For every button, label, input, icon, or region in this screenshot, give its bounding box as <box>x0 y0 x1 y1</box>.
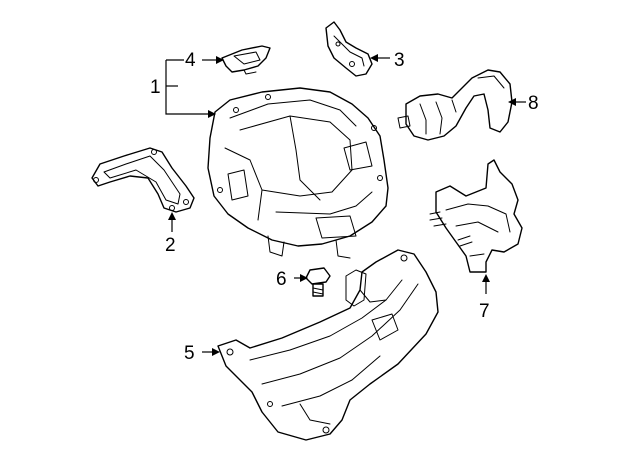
callout-5: 5 <box>184 343 195 364</box>
bracket-gasket-icon <box>91 147 195 213</box>
bolt-icon <box>305 267 331 297</box>
mounting-bracket-icon <box>217 249 439 441</box>
leader-8 <box>508 98 526 106</box>
callout-8: 8 <box>528 93 539 114</box>
inverter-assembly-icon <box>207 87 389 259</box>
callout-3: 3 <box>394 50 405 71</box>
callout-7: 7 <box>479 301 490 322</box>
leader-3 <box>370 54 390 62</box>
callout-1: 1 <box>150 77 161 98</box>
leader-7 <box>482 274 490 294</box>
leader-6 <box>294 274 308 282</box>
leader-2 <box>168 212 176 232</box>
leader-1 <box>165 59 216 118</box>
small-clip-icon <box>221 45 271 75</box>
hose-connector-icon <box>397 69 513 141</box>
callout-4: 4 <box>185 50 196 71</box>
connector-bracket-icon <box>429 159 523 273</box>
clip-bracket-icon <box>325 21 373 77</box>
leader-5 <box>202 348 220 356</box>
callout-2: 2 <box>165 235 176 256</box>
leader-4 <box>202 56 224 64</box>
callout-6: 6 <box>276 269 287 290</box>
